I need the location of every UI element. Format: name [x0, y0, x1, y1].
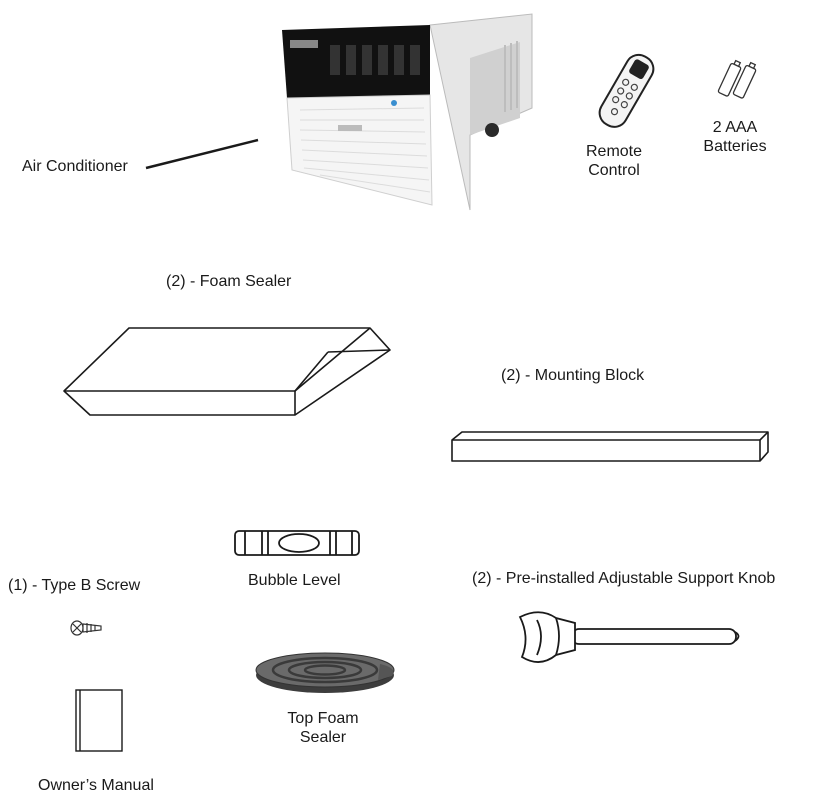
remote-control-label-line1: Remote [585, 143, 643, 160]
remote-control-image [598, 53, 655, 128]
air-conditioner-leader-line [145, 138, 259, 170]
foam-sealer-image [63, 327, 391, 416]
bubble-level-label: Bubble Level [248, 572, 341, 589]
owners-manual-label: Owner’s Manual [38, 777, 154, 794]
support-knob-image [518, 611, 740, 663]
air-conditioner-image [282, 13, 533, 211]
batteries-label: 2 AAA Batteries [695, 118, 775, 156]
top-foam-sealer-image [255, 652, 395, 693]
remote-control-label: Remote Control [578, 142, 650, 180]
foam-sealer-label: (2) - Foam Sealer [166, 273, 292, 290]
owners-manual-image [75, 689, 123, 752]
remote-control-label-line2: Control [588, 162, 640, 179]
batteries-label-line1: 2 AAA [712, 119, 758, 136]
batteries-image [717, 59, 757, 99]
mounting-block-label: (2) - Mounting Block [501, 367, 645, 384]
top-foam-sealer-label: Top Foam Sealer [273, 709, 373, 747]
top-foam-sealer-label-line1: Top Foam [287, 710, 359, 727]
top-foam-sealer-label-line2: Sealer [299, 729, 347, 746]
bubble-level-image [234, 530, 360, 556]
support-knob-label: (2) - Pre-installed Adjustable Support K… [472, 570, 776, 587]
batteries-label-line2: Batteries [703, 138, 767, 155]
mounting-block-image [451, 431, 769, 462]
type-b-screw-image [70, 620, 102, 636]
type-b-screw-label: (1) - Type B Screw [8, 577, 141, 594]
air-conditioner-label: Air Conditioner [22, 158, 128, 175]
